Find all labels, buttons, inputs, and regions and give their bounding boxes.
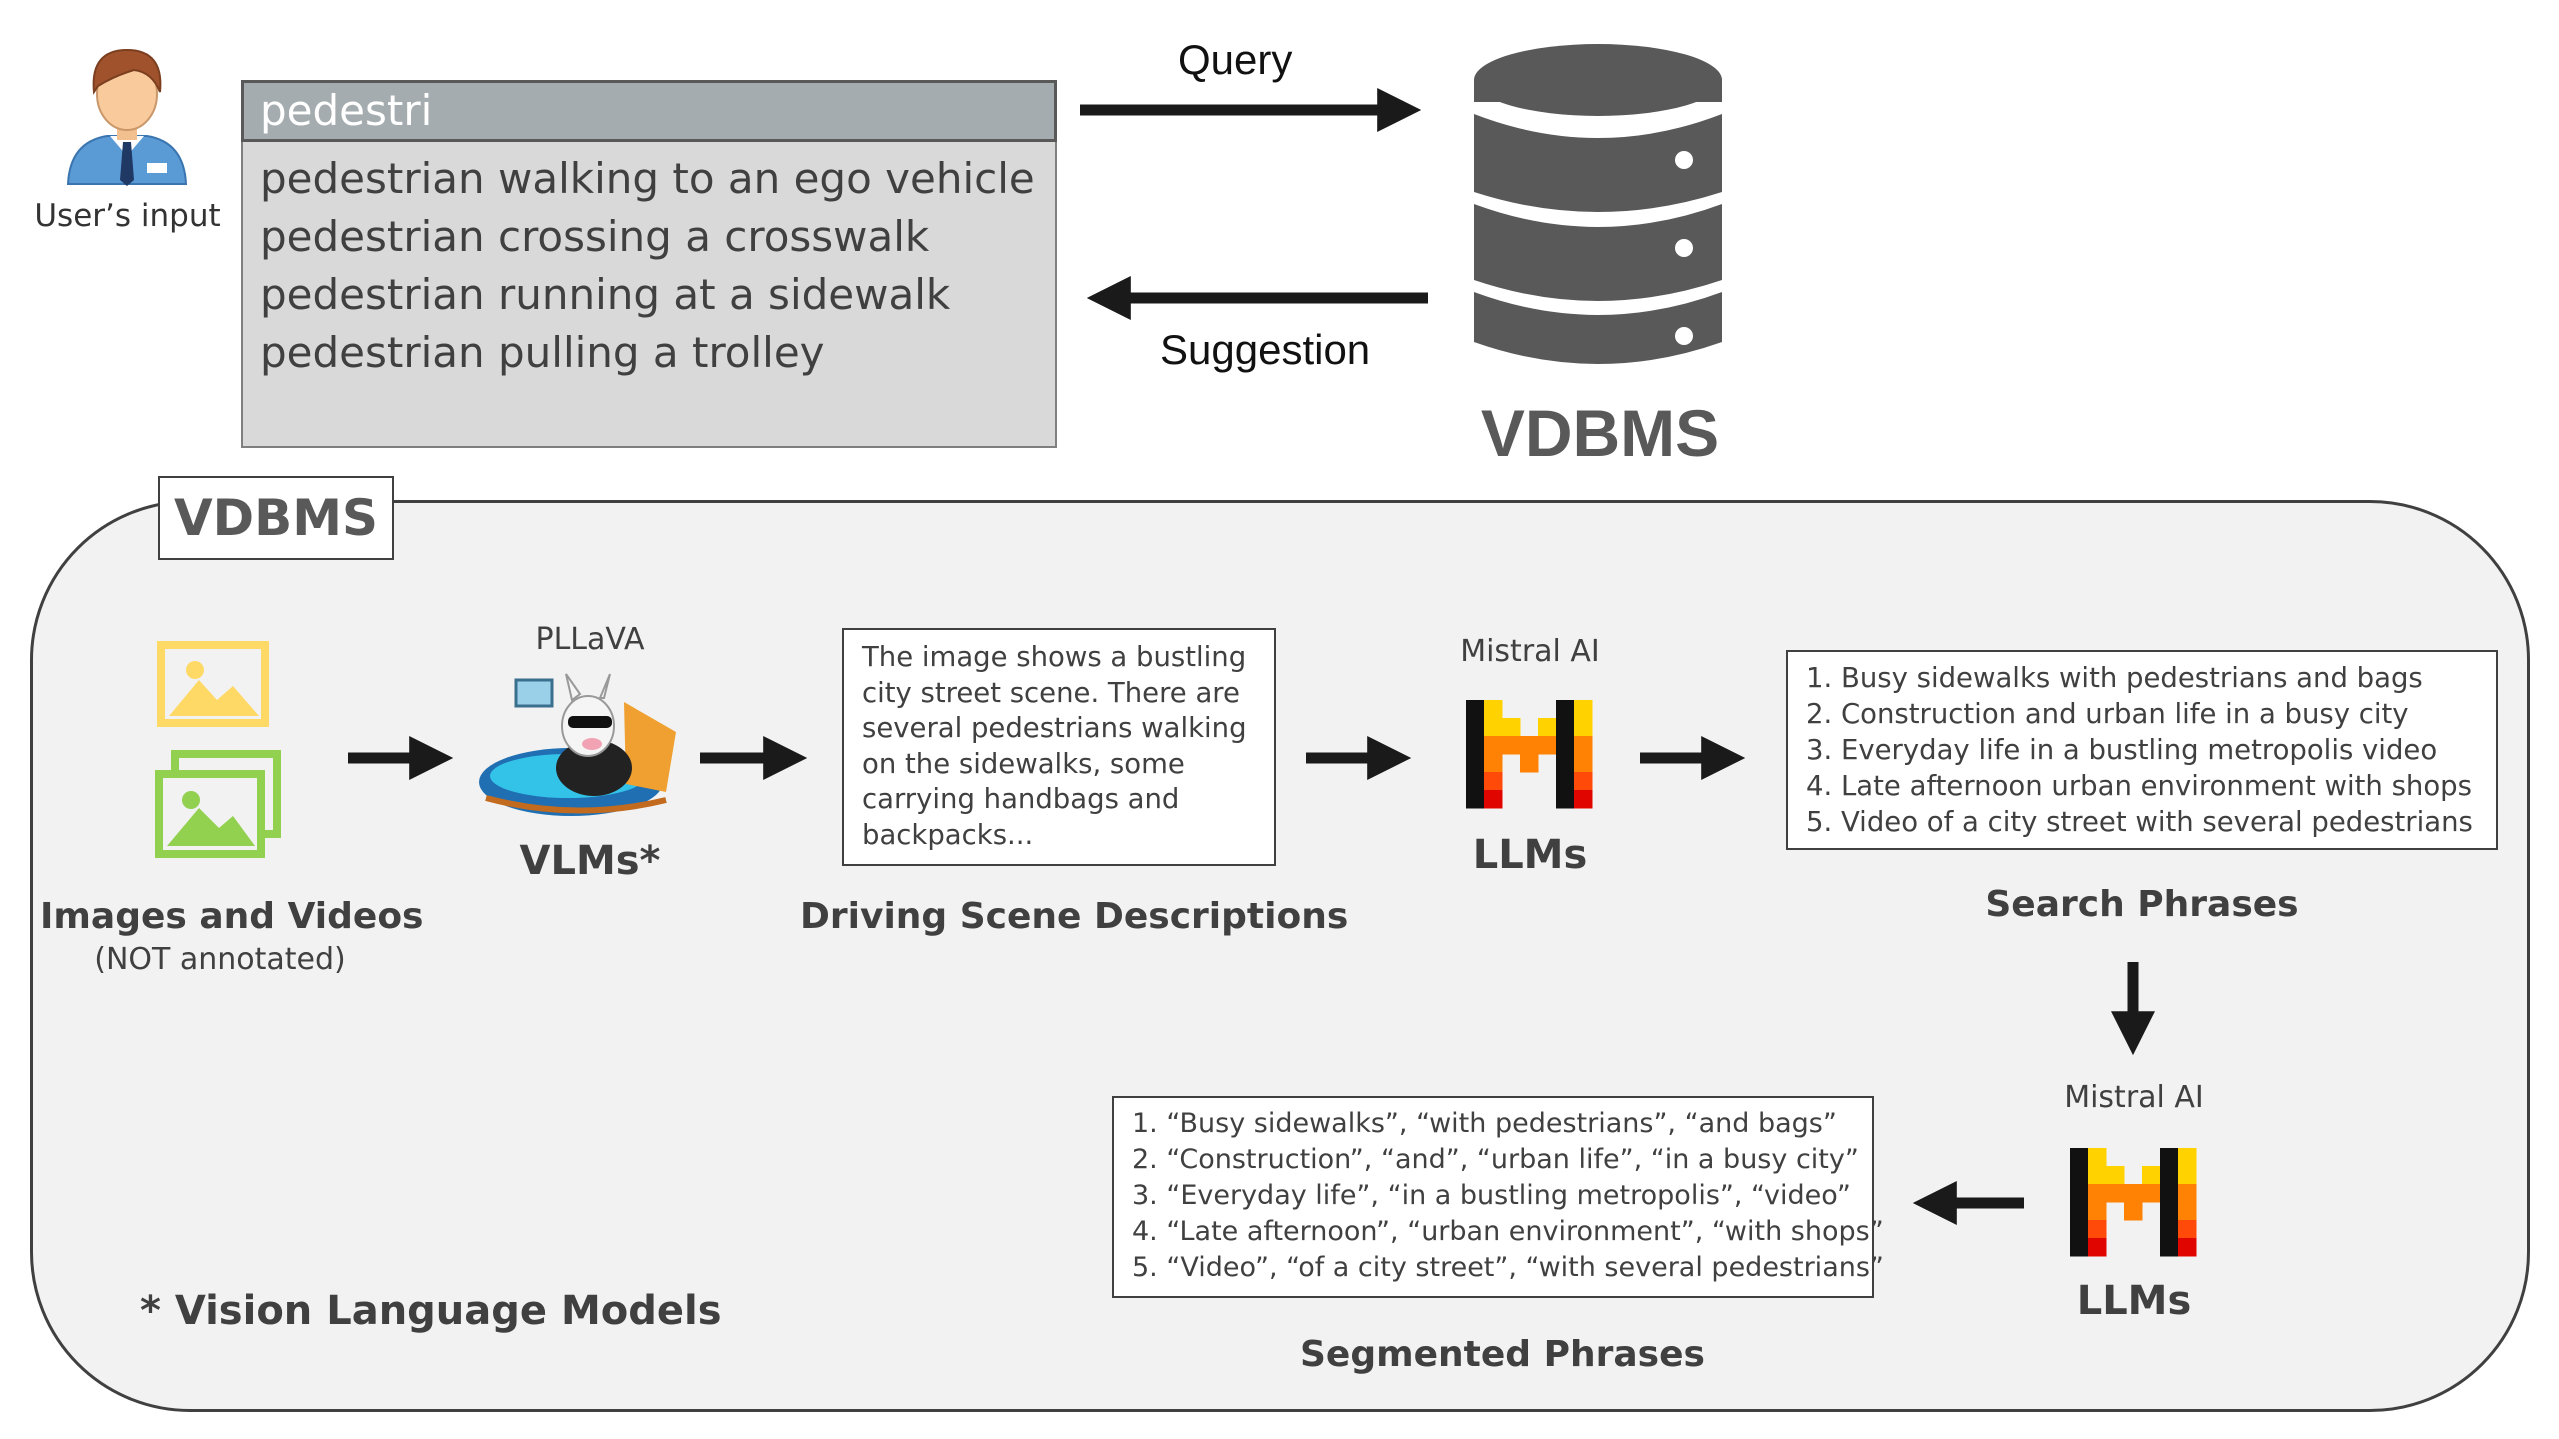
description-line: The image shows a bustling bbox=[862, 641, 1247, 673]
list-item: 5. Video of a city street with several p… bbox=[1806, 806, 2473, 838]
footnote: * Vision Language Models bbox=[140, 1288, 722, 1334]
scene-description-box: The image shows a bustling city street s… bbox=[842, 628, 1276, 866]
llm-1-label: LLMs bbox=[1472, 832, 1588, 878]
list-item: 4. “Late afternoon”, “urban environment”… bbox=[1132, 1216, 1884, 1247]
llm-2-model-name: Mistral AI bbox=[2064, 1080, 2204, 1115]
list-item: 5. “Video”, “of a city street”, “with se… bbox=[1132, 1252, 1884, 1283]
list-item: 2. “Construction”, “and”, “urban life”, … bbox=[1132, 1144, 1859, 1175]
list-item: 4. Late afternoon urban environment with… bbox=[1806, 770, 2472, 802]
vlm-label: VLMs* bbox=[519, 838, 661, 884]
panel-title: VDBMS bbox=[158, 476, 394, 560]
search-phrases-label: Search Phrases bbox=[1985, 884, 2299, 925]
vlm-model-name: PLLaVA bbox=[535, 622, 645, 657]
search-input[interactable]: pedestri bbox=[241, 80, 1057, 142]
image-gallery-icon bbox=[155, 641, 281, 858]
list-item: 1. Busy sidewalks with pedestrians and b… bbox=[1806, 662, 2423, 694]
mistral-logo-icon bbox=[2070, 1148, 2197, 1257]
suggestion-item[interactable]: pedestrian crossing a crosswalk bbox=[260, 212, 930, 261]
user-avatar-icon bbox=[66, 48, 188, 186]
llm-1-model-name: Mistral AI bbox=[1460, 634, 1600, 669]
list-item: 2. Construction and urban life in a busy… bbox=[1806, 698, 2409, 730]
llm-2-label: LLMs bbox=[2076, 1278, 2192, 1324]
mistral-logo-icon bbox=[1466, 700, 1593, 809]
suggestion-arrow-label: Suggestion bbox=[1160, 326, 1371, 373]
search-phrases-list: 1. Busy sidewalks with pedestrians and b… bbox=[1786, 650, 2498, 850]
suggestion-item[interactable]: pedestrian pulling a trolley bbox=[260, 328, 825, 377]
description-line: on the sidewalks, some bbox=[862, 747, 1185, 780]
description-line: city street scene. There are bbox=[862, 676, 1240, 709]
user-input-label: User’s input bbox=[34, 198, 221, 234]
database-label: VDBMS bbox=[1480, 396, 1720, 470]
suggestion-item[interactable]: pedestrian walking to an ego vehicle bbox=[260, 154, 1035, 203]
not-annotated-note: (NOT annotated) bbox=[94, 942, 346, 977]
description-line: backpacks... bbox=[862, 818, 1034, 851]
description-line: carrying handbags and bbox=[862, 783, 1180, 815]
database-icon bbox=[1474, 44, 1722, 364]
list-item: 1. “Busy sidewalks”, “with pedestrians”,… bbox=[1132, 1108, 1837, 1139]
descriptions-label: Driving Scene Descriptions bbox=[800, 896, 1349, 937]
images-videos-label: Images and Videos bbox=[40, 896, 424, 937]
suggestion-item[interactable]: pedestrian running at a sidewalk bbox=[260, 270, 951, 319]
list-item: 3. Everyday life in a bustling metropoli… bbox=[1806, 734, 2438, 766]
segmented-phrases-list: 1. “Busy sidewalks”, “with pedestrians”,… bbox=[1112, 1096, 1884, 1298]
llama-mascot-icon bbox=[479, 673, 676, 816]
query-arrow-label: Query bbox=[1178, 36, 1293, 83]
segmented-phrases-label: Segmented Phrases bbox=[1300, 1334, 1705, 1375]
list-item: 3. “Everyday life”, “in a bustling metro… bbox=[1132, 1180, 1851, 1211]
description-line: several pedestrians walking bbox=[862, 712, 1247, 744]
